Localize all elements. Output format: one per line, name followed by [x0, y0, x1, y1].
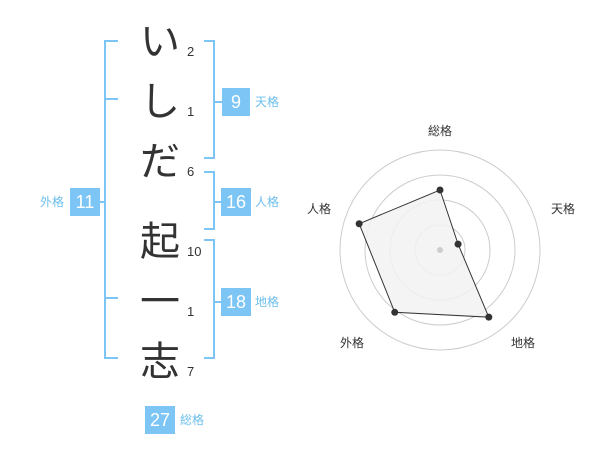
- radar-axis-label-jinkaku: 人格: [307, 202, 332, 216]
- stroke-count-5: 1: [187, 304, 195, 319]
- radar-point-5: [355, 220, 363, 228]
- name-char-5: 一: [140, 279, 180, 325]
- chikaku-bracket: [204, 239, 215, 359]
- stroke-count-1: 2: [187, 44, 195, 59]
- tenkaku-badge: 9: [222, 88, 250, 116]
- tenkaku-bracket: [204, 40, 215, 159]
- soukaku-badge: 27: [145, 406, 175, 434]
- tenkaku-label: 天格: [255, 95, 280, 109]
- radar-center-dot: [437, 247, 443, 253]
- radar-ring-4: [339, 149, 541, 351]
- chikaku-badge: 18: [221, 288, 251, 316]
- jinkaku-bracket: [204, 171, 215, 230]
- stroke-count-3: 6: [187, 164, 195, 179]
- radar-axis-label-soukaku: 総格: [428, 124, 453, 138]
- soukaku-label: 総格: [180, 413, 205, 427]
- name-char-4: 起: [140, 219, 180, 265]
- stroke-count-2: 1: [187, 104, 195, 119]
- chikaku-label: 地格: [255, 295, 280, 309]
- jinkaku-badge: 16: [221, 188, 251, 216]
- radar-axis-label-tenkaku: 天格: [551, 202, 576, 216]
- radar-point-3: [485, 313, 493, 321]
- stroke-count-6: 7: [187, 364, 195, 379]
- radar-point-4: [391, 308, 399, 316]
- radar-polygon: [358, 189, 490, 318]
- jinkaku-label: 人格: [255, 195, 280, 209]
- stroke-count-4: 10: [187, 244, 202, 259]
- radar-axis-label-gaikaku: 外格: [340, 336, 365, 350]
- radar-point-1: [436, 186, 444, 194]
- radar-axis-label-chikaku: 地格: [511, 336, 536, 350]
- name-char-3: だ: [140, 139, 180, 185]
- gaikaku-label: 外格: [40, 195, 65, 209]
- name-char-6: 志: [140, 339, 180, 385]
- radar-point-2: [454, 240, 462, 248]
- radar-ring-3: [364, 174, 516, 326]
- gaikaku-bracket: [104, 40, 118, 359]
- gaikaku-badge: 11: [70, 188, 100, 216]
- name-char-1: い: [140, 19, 180, 65]
- name-char-2: し: [140, 79, 180, 125]
